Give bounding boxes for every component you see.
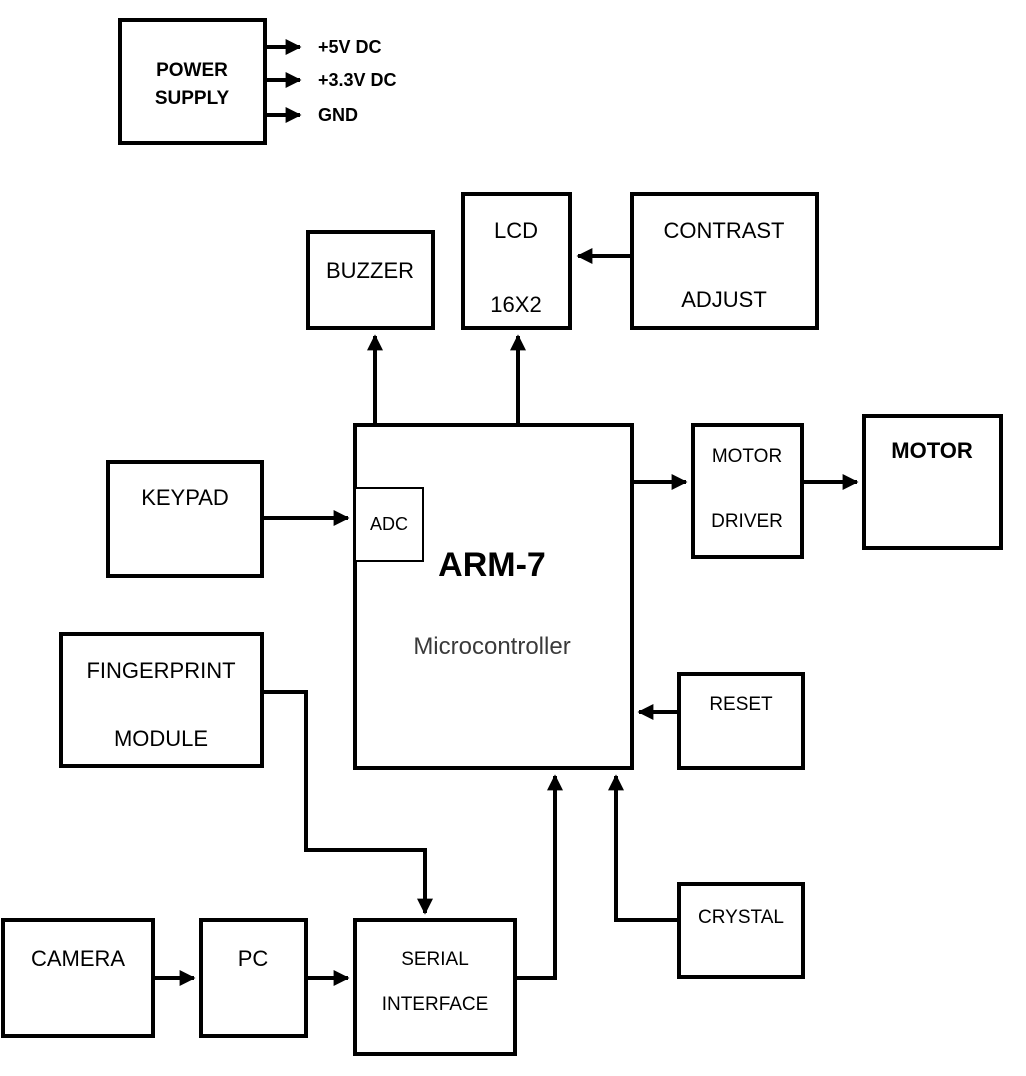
- power-supply-label-2: SUPPLY: [155, 88, 230, 109]
- fingerprint-label-2: MODULE: [114, 726, 208, 751]
- fingerprint-label-1: FINGERPRINT: [86, 658, 235, 683]
- adc-label: ADC: [370, 514, 408, 534]
- crystal-to-mcu-arrow: [608, 774, 679, 922]
- lcd-label-1: LCD: [494, 218, 538, 243]
- camera-label: CAMERA: [31, 946, 125, 971]
- reset-block: RESET: [677, 672, 805, 770]
- motor-driver-label-2: DRIVER: [711, 511, 783, 532]
- crystal-label: CRYSTAL: [698, 907, 784, 928]
- rail-gnd-label: GND: [318, 105, 358, 125]
- serial-interface-block: SERIAL INTERFACE: [353, 918, 517, 1056]
- pc-block: PC: [199, 918, 308, 1038]
- adc-block: ADC: [354, 487, 424, 562]
- serial-interface-label-1: SERIAL: [401, 949, 469, 970]
- reset-label: RESET: [709, 694, 773, 715]
- pc-label: PC: [238, 946, 269, 971]
- power-supply-label-1: POWER: [156, 60, 228, 81]
- contrast-adjust-block: CONTRAST ADJUST: [630, 192, 819, 330]
- camera-block: CAMERA: [1, 918, 155, 1038]
- arm7-microcontroller-block: [353, 423, 634, 770]
- keypad-block: KEYPAD: [106, 460, 264, 578]
- rail-5v-label: +5V DC: [318, 37, 382, 57]
- serial-interface-label-2: INTERFACE: [382, 994, 489, 1015]
- contrast-adjust-label-1: CONTRAST: [664, 218, 785, 243]
- mcu-subtitle: Microcontroller: [413, 633, 570, 660]
- power-supply-block: POWER SUPPLY: [118, 18, 267, 145]
- fingerprint-module-block: FINGERPRINT MODULE: [59, 632, 264, 768]
- mcu-title: ARM-7: [438, 546, 546, 584]
- buzzer-label: BUZZER: [326, 258, 414, 283]
- lcd-label-2: 16X2: [490, 292, 541, 317]
- keypad-label: KEYPAD: [141, 485, 229, 510]
- contrast-adjust-label-2: ADJUST: [681, 287, 767, 312]
- serial-to-mcu-arrow: [515, 774, 563, 980]
- motor-driver-block: MOTOR DRIVER: [691, 423, 804, 559]
- fingerprint-to-serial-arrow: [262, 690, 433, 915]
- crystal-block: CRYSTAL: [677, 882, 805, 979]
- motor-driver-label-1: MOTOR: [712, 446, 782, 467]
- rail-33v-label: +3.3V DC: [318, 70, 397, 90]
- motor-label: MOTOR: [891, 438, 973, 463]
- buzzer-block: BUZZER: [306, 230, 435, 330]
- lcd-block: LCD 16X2: [461, 192, 572, 330]
- motor-block: MOTOR: [862, 414, 1003, 550]
